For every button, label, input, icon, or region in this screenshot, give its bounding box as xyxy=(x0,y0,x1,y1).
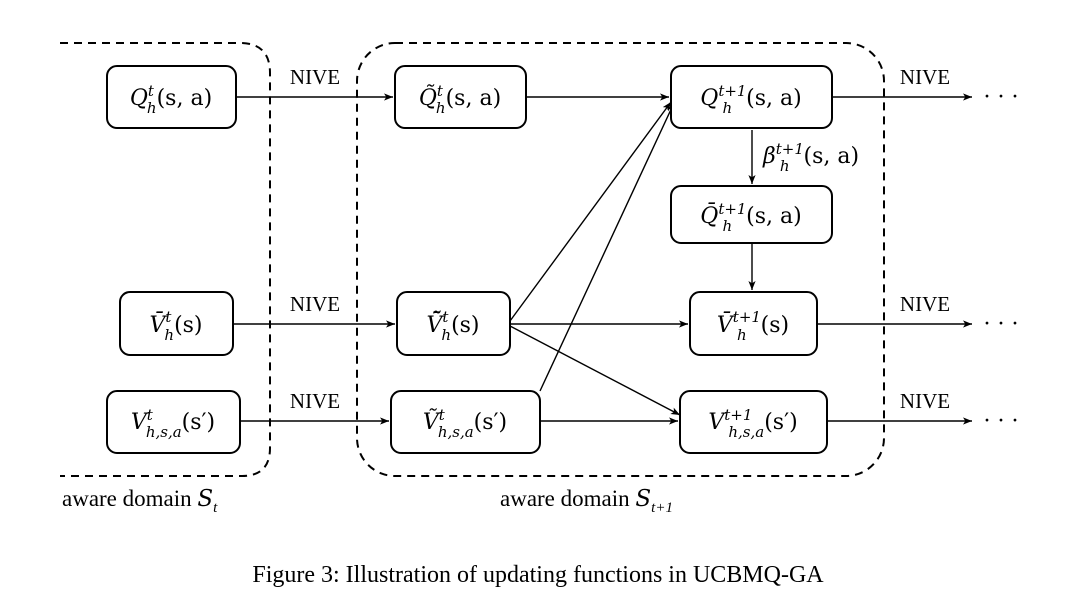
node-box-v-next xyxy=(679,390,828,454)
node-box-vbar-next xyxy=(689,291,818,356)
nive-label-v-in: NIVE xyxy=(290,389,340,413)
ellipsis-q: · · · xyxy=(983,84,1019,110)
node-box-vbar-t xyxy=(119,291,234,356)
node-box-q-tilde xyxy=(394,65,527,129)
nive-label-vbar-out: NIVE xyxy=(900,292,950,316)
nive-label-q-in: NIVE xyxy=(290,65,340,89)
edge-vbar-tilde-to-v-next xyxy=(509,325,681,416)
edge-v-tilde-to-q-next xyxy=(539,102,675,392)
edges xyxy=(233,93,972,425)
node-box-qbar-next xyxy=(670,185,833,244)
domain-label-left: aware domain St xyxy=(62,486,218,516)
node-boxes xyxy=(106,65,833,454)
nive-label-v-out: NIVE xyxy=(900,389,950,413)
node-box-v-tilde xyxy=(390,390,541,454)
node-box-v-t xyxy=(106,390,241,454)
node-box-q-t xyxy=(106,65,237,129)
node-box-vbar-tilde xyxy=(396,291,511,356)
edge-vbar-tilde-to-q-next xyxy=(509,101,672,322)
ellipsis-v: · · · xyxy=(983,408,1019,434)
nive-label-vbar-in: NIVE xyxy=(290,292,340,316)
aware-domain-left-boundary xyxy=(60,42,271,477)
domain-label-right: aware domain St+1 xyxy=(500,486,673,516)
nive-label-q-out: NIVE xyxy=(900,65,950,89)
figure-caption: Figure 3: Illustration of updating funct… xyxy=(252,562,824,588)
node-box-q-next xyxy=(670,65,833,129)
ellipsis-vbar: · · · xyxy=(983,311,1019,337)
aware-domain-right-boundary xyxy=(356,42,885,477)
